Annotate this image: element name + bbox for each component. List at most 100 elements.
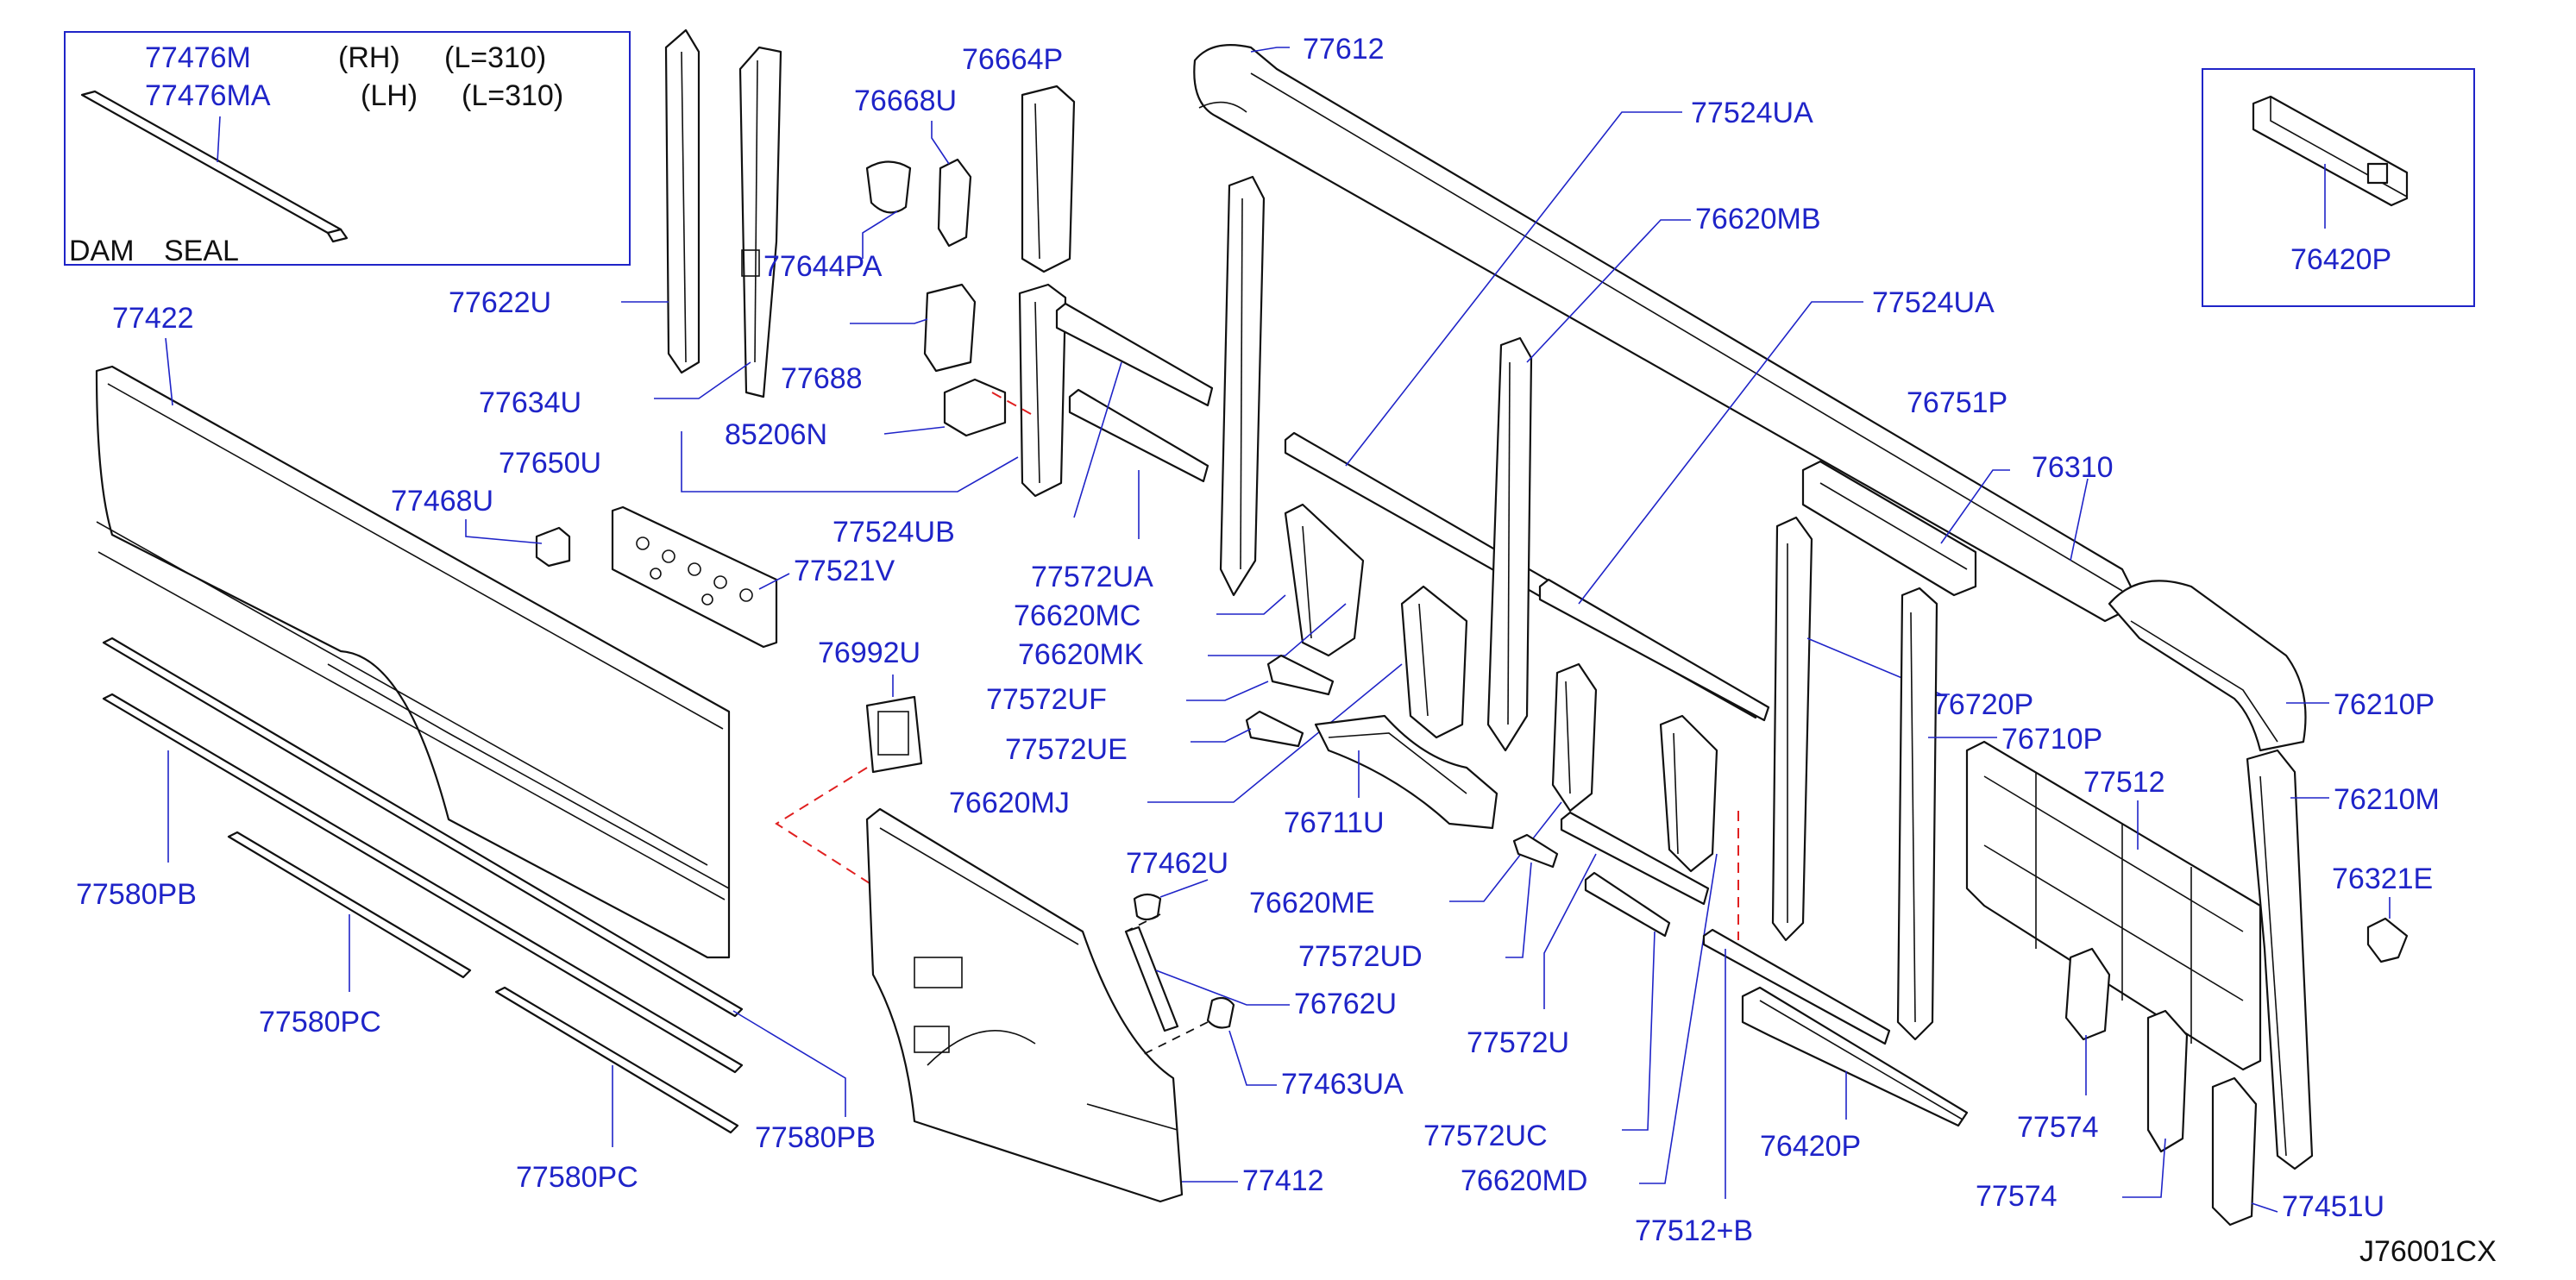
label-77572U[interactable]: 77572U — [1467, 1026, 1569, 1059]
trim-76762U — [1124, 925, 1179, 1032]
label-77622U[interactable]: 77622U — [449, 286, 551, 319]
bracket-77451U — [2211, 1076, 2258, 1227]
label-76321E[interactable]: 76321E — [2332, 863, 2433, 895]
label-77574-1[interactable]: 77574 — [2017, 1111, 2099, 1144]
label-77572UF[interactable]: 77572UF — [986, 683, 1107, 716]
rear-panel-77412 — [865, 807, 1184, 1203]
leader-77650U — [681, 431, 1019, 493]
label-76751P[interactable]: 76751P — [1907, 386, 2007, 419]
leader-77612 — [1250, 47, 1290, 53]
label-77521V[interactable]: 77521V — [794, 555, 895, 587]
label-77572UE[interactable]: 77572UE — [1005, 733, 1128, 766]
molding-77580PC-right — [494, 986, 739, 1134]
bracket-76668U — [937, 158, 972, 248]
label-77580PB-1[interactable]: 77580PB — [76, 878, 197, 911]
corner-76210P — [2108, 580, 2307, 752]
leader-77688 — [850, 318, 928, 324]
plug-77463UA — [1206, 996, 1235, 1029]
label-77422[interactable]: 77422 — [112, 302, 194, 335]
label-76420P-inset[interactable]: 76420P — [2290, 243, 2391, 276]
label-77580PC-2[interactable]: 77580PC — [516, 1161, 638, 1194]
label-85206N[interactable]: 85206N — [725, 418, 827, 451]
label-76620ME[interactable]: 76620ME — [1249, 887, 1375, 919]
pillar-77622U — [664, 28, 701, 374]
label-77512B[interactable]: 77512+B — [1635, 1214, 1753, 1247]
label-76710P[interactable]: 76710P — [2001, 723, 2102, 756]
label-76620MB[interactable]: 76620MB — [1695, 203, 1821, 235]
label-77412[interactable]: 77412 — [1242, 1164, 1324, 1197]
label-77524UB[interactable]: 77524UB — [832, 516, 955, 549]
label-77634U[interactable]: 77634U — [479, 386, 581, 419]
label-76310[interactable]: 76310 — [2032, 451, 2114, 484]
label-77644PA[interactable]: 77644PA — [763, 250, 883, 283]
bracket-76420P — [2252, 95, 2409, 207]
label-77572UD[interactable]: 77572UD — [1298, 940, 1423, 973]
molding-77580PB-lower — [102, 693, 744, 1074]
label-77612[interactable]: 77612 — [1303, 33, 1385, 66]
label-77580PC-1[interactable]: 77580PC — [259, 1006, 381, 1038]
leader-77572UD — [1505, 862, 1532, 958]
label-77580PB-2[interactable]: 77580PB — [755, 1121, 876, 1154]
caption-seal: SEAL — [164, 235, 239, 267]
leader-76620MK — [1208, 603, 1347, 656]
label-77524UA-1[interactable]: 77524UA — [1691, 97, 1813, 129]
leader-76310 — [2070, 478, 2089, 562]
label-76668U[interactable]: 76668U — [854, 85, 957, 117]
sill-77572U — [1560, 811, 1710, 906]
label-77463UA[interactable]: 77463UA — [1281, 1068, 1404, 1101]
bracket-edge — [2270, 97, 2408, 198]
label-76620MD[interactable]: 76620MD — [1461, 1164, 1587, 1197]
inset-76420P: 76420P — [2202, 68, 2475, 307]
clip-77572UD — [1512, 833, 1559, 869]
label-77572UA[interactable]: 77572UA — [1031, 561, 1153, 593]
label-76620MJ[interactable]: 76620MJ — [949, 787, 1070, 819]
pillar-77634U — [738, 46, 782, 398]
label-77476MA[interactable]: 77476MA — [145, 79, 271, 112]
label-77468U[interactable]: 77468U — [391, 485, 493, 518]
leader-77572UF — [1186, 681, 1269, 701]
dam-seal-end — [326, 228, 349, 243]
label-76620MC[interactable]: 76620MC — [1014, 599, 1140, 632]
leader-77572UC — [1622, 931, 1656, 1131]
label-76210M[interactable]: 76210M — [2334, 783, 2440, 816]
outer-panel-77422 — [95, 365, 731, 959]
label-77650U[interactable]: 77650U — [499, 447, 601, 480]
label-76620MK[interactable]: 76620MK — [1018, 638, 1144, 671]
label-76720P[interactable]: 76720P — [1932, 688, 2033, 721]
label-77574-2[interactable]: 77574 — [1976, 1180, 2058, 1213]
bracket-76620MJ — [1400, 585, 1468, 739]
inset-dam-seal: 77476M (RH) (L=310) 77476MA (LH) (L=310)… — [64, 31, 631, 267]
leader-77476M — [217, 116, 221, 163]
caption-dam: DAM — [69, 235, 135, 267]
label-length-lh: (L=310) — [462, 79, 563, 112]
sill-77572UC — [1584, 871, 1671, 938]
label-76762U[interactable]: 76762U — [1294, 988, 1397, 1020]
header-76751P — [1801, 460, 1977, 597]
leader-77572UE — [1191, 728, 1252, 743]
pillar-76620MB — [1486, 336, 1533, 752]
leader-77524UA-1 — [1345, 111, 1682, 467]
label-76210P[interactable]: 76210P — [2334, 688, 2435, 721]
label-lh: (LH) — [361, 79, 418, 112]
leader-77644PA — [862, 210, 898, 259]
label-76992U[interactable]: 76992U — [818, 637, 920, 669]
label-77688[interactable]: 77688 — [781, 362, 863, 395]
label-rh: (RH) — [338, 41, 400, 74]
dam-seal-strip — [80, 90, 342, 235]
leader-76620MJ — [1147, 663, 1403, 803]
label-77572UC[interactable]: 77572UC — [1423, 1120, 1548, 1152]
label-77462U[interactable]: 77462U — [1126, 847, 1228, 880]
leader-77451U — [2251, 1202, 2278, 1213]
label-77476M[interactable]: 77476M — [145, 41, 251, 74]
label-76664P[interactable]: 76664P — [962, 43, 1063, 76]
plate-76992U-inner — [877, 711, 909, 756]
label-76420P-lower[interactable]: 76420P — [1760, 1130, 1861, 1163]
label-77512[interactable]: 77512 — [2083, 766, 2165, 799]
leader-77572U — [1543, 853, 1597, 1009]
label-77524UA-2[interactable]: 77524UA — [1872, 286, 1995, 319]
label-77451U[interactable]: 77451U — [2282, 1190, 2384, 1223]
hidden-line-77463UA — [1138, 1021, 1209, 1057]
label-76711U[interactable]: 76711U — [1284, 806, 1385, 839]
bracket-76620ME — [1551, 662, 1598, 813]
